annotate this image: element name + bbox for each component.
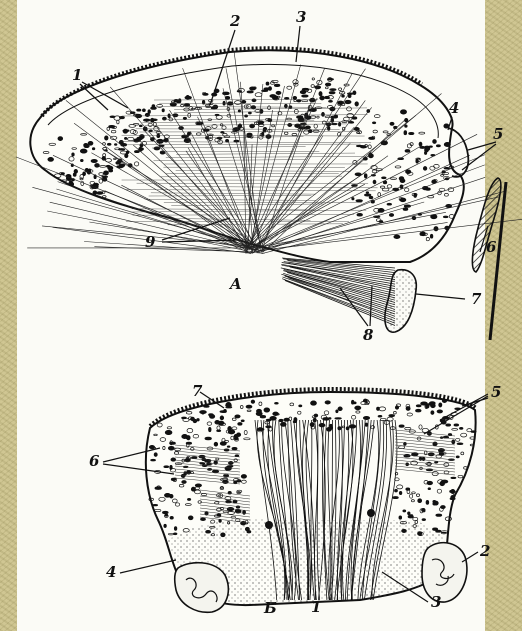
lower-right-lobule bbox=[422, 543, 467, 602]
label-upper-5: 5 bbox=[493, 125, 503, 143]
panel-label-b: Б bbox=[263, 599, 277, 617]
label-lower-3: 3 bbox=[431, 593, 441, 611]
upper-muscle-bundle bbox=[281, 258, 395, 326]
label-lower-4: 4 bbox=[106, 563, 116, 581]
lower-left-lobule bbox=[175, 563, 229, 613]
label-upper-9: 9 bbox=[145, 233, 156, 251]
label-lower-7: 7 bbox=[192, 382, 203, 400]
label-upper-8: 8 bbox=[363, 326, 374, 344]
lower-figure-section bbox=[146, 389, 476, 612]
label-lower-1: 1 bbox=[311, 598, 321, 616]
label-upper-2: 2 bbox=[229, 12, 240, 30]
label-upper-7: 7 bbox=[471, 290, 482, 308]
label-lower-6: 6 bbox=[89, 452, 100, 470]
lower-vessel-left bbox=[265, 521, 273, 529]
panel-label-a: A bbox=[228, 275, 242, 293]
upper-figure-section bbox=[16, 48, 522, 340]
lower-vessel-right bbox=[367, 509, 375, 517]
label-upper-4: 4 bbox=[449, 99, 459, 117]
label-lower-2: 2 bbox=[479, 542, 490, 560]
label-upper-1: 1 bbox=[72, 66, 82, 84]
label-lower-5: 5 bbox=[491, 383, 501, 401]
label-upper-3: 3 bbox=[296, 8, 306, 26]
label-upper-6: 6 bbox=[486, 238, 497, 256]
